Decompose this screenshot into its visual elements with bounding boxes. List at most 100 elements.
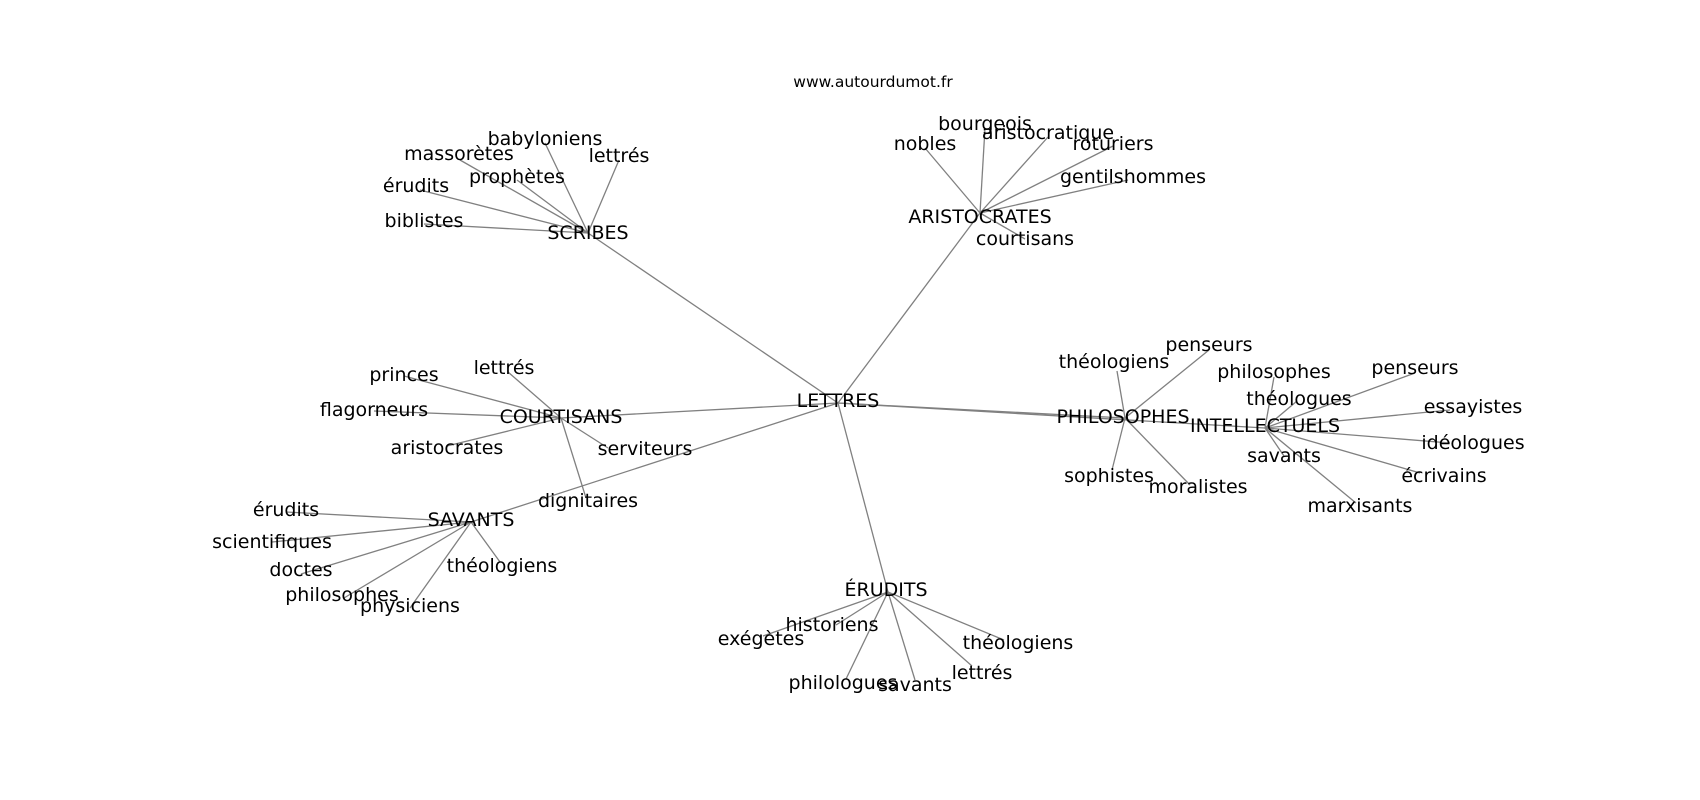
source-label: www.autourdumot.fr <box>793 73 953 91</box>
leaf-node-erudits-theologiens: théologiens <box>963 632 1074 654</box>
leaf-node-scribes-lettres: lettrés <box>589 145 650 167</box>
leaf-node-erudits-philologues: philologues <box>789 672 898 694</box>
leaf-node-scribes-erudits: érudits <box>383 175 449 197</box>
edge-scribes-prophetes <box>516 179 589 234</box>
edge-root-aristocrates <box>837 212 981 404</box>
edge-savants-doctes <box>300 521 472 575</box>
hub-node-scribes: SCRIBES <box>547 222 628 244</box>
leaf-node-philosophes-sophistes: sophistes <box>1064 465 1154 487</box>
leaf-node-erudits-savants: savants <box>878 674 952 696</box>
hub-node-savants: SAVANTS <box>428 509 515 531</box>
edge-savants-philosophes <box>343 521 472 599</box>
leaf-node-philosophes-theologiens: théologiens <box>1059 351 1170 373</box>
leaf-node-aristocrates-courtisans: courtisans <box>976 228 1074 250</box>
leaf-node-intellectuels-penseurs: penseurs <box>1371 357 1458 379</box>
leaf-node-savants-scientifiques: scientifiques <box>212 531 332 553</box>
hub-node-intellectuels: INTELLECTUELS <box>1190 415 1340 437</box>
leaf-node-aristocrates-bourgeois: bourgeois <box>938 113 1032 135</box>
edge-erudits-philologues <box>845 591 889 680</box>
edge-aristocrates-bourgeois <box>979 127 986 214</box>
edge-savants-scientifiques <box>271 521 472 543</box>
edge-courtisans-serviteurs <box>560 417 609 449</box>
edge-savants-theologiens <box>470 521 501 563</box>
leaf-node-scribes-prophetes: prophètes <box>469 166 565 188</box>
edge-intellectuels-marxisants <box>1264 427 1357 504</box>
edge-savants-erudits <box>285 511 472 523</box>
edge-intellectuels-theologues <box>1264 400 1298 429</box>
edge-philosophes-sophistes <box>1111 417 1126 471</box>
edge-philosophes-theologiens <box>1116 370 1126 419</box>
edge-erudits-historiens <box>835 591 889 626</box>
graph-edges <box>271 127 1451 681</box>
leaf-node-intellectuels-ecrivains: écrivains <box>1401 465 1486 487</box>
leaf-node-intellectuels-theologues: théologues <box>1246 388 1351 410</box>
edge-erudits-theologiens <box>887 591 1005 641</box>
leaf-node-courtisans-aristocrates: aristocrates <box>391 437 504 459</box>
edge-courtisans-lettres <box>507 371 562 419</box>
leaf-node-aristocrates-roturiers: roturiers <box>1072 133 1153 155</box>
edge-savants-physiciens <box>409 521 472 609</box>
leaf-node-intellectuels-philosophes: philosophes <box>1217 361 1331 383</box>
leaf-node-erudits-exegetes: exégètes <box>718 628 805 650</box>
leaf-node-scribes-massoretes: massorètes <box>404 143 514 165</box>
leaf-node-courtisans-flagorneurs: flagorneurs <box>320 399 428 421</box>
graph-labels: www.autourdumot.fr LETTRES SCRIBES babylo… <box>212 73 1525 696</box>
edge-scribes-massoretes <box>459 159 589 234</box>
edge-aristocrates-nobles <box>924 147 981 214</box>
edge-erudits-lettres <box>887 591 973 667</box>
leaf-node-savants-physiciens: physiciens <box>360 595 460 617</box>
edge-courtisans-dignitaires <box>560 417 587 499</box>
edge-courtisans-princes <box>403 375 562 419</box>
leaf-node-scribes-babyloniens: babyloniens <box>488 128 603 150</box>
leaf-node-erudits-historiens: historiens <box>785 614 878 636</box>
leaf-node-courtisans-dignitaires: dignitaires <box>538 490 638 512</box>
leaf-node-scribes-biblistes: biblistes <box>385 210 464 232</box>
leaf-node-aristocrates-gentilshommes: gentilshommes <box>1060 166 1206 188</box>
edge-philosophes-penseurs <box>1124 349 1210 419</box>
edge-intellectuels-essayistes <box>1264 409 1451 429</box>
leaf-node-philosophes-moralistes: moralistes <box>1148 476 1247 498</box>
hub-node-courtisans: COURTISANS <box>500 406 623 428</box>
edge-aristocrates-aristocratique <box>979 136 1049 214</box>
hub-node-philosophes: PHILOSOPHES <box>1056 406 1189 428</box>
edge-scribes-lettres <box>587 159 620 234</box>
leaf-node-intellectuels-marxisants: marxisants <box>1308 495 1413 517</box>
leaf-node-philosophes-penseurs: penseurs <box>1165 334 1252 356</box>
leaf-node-intellectuels-essayistes: essayistes <box>1424 396 1523 418</box>
root-node-label: LETTRES <box>797 390 880 412</box>
edge-erudits-savants <box>887 591 916 681</box>
leaf-node-savants-theologiens: théologiens <box>447 555 558 577</box>
edge-scribes-erudits <box>419 189 589 234</box>
edge-philosophes-moralistes <box>1124 417 1191 486</box>
edge-root-intellectuels <box>837 402 1266 429</box>
leaf-node-erudits-lettres: lettrés <box>952 662 1013 684</box>
leaf-node-intellectuels-ideologues: idéologues <box>1421 432 1524 454</box>
edge-root-courtisans <box>560 402 839 419</box>
edge-scribes-babyloniens <box>544 142 589 234</box>
edge-root-scribes <box>587 232 839 404</box>
edge-courtisans-flagorneurs <box>373 410 562 419</box>
leaf-node-aristocrates-aristocratique: aristocratique <box>982 122 1114 144</box>
edge-aristocrates-roturiers <box>979 145 1114 214</box>
edge-aristocrates-gentilshommes <box>979 179 1129 214</box>
edge-scribes-biblistes <box>423 223 589 234</box>
edge-aristocrates-courtisans <box>979 212 1026 240</box>
leaf-node-courtisans-lettres: lettrés <box>474 357 535 379</box>
leaf-node-courtisans-princes: princes <box>369 364 438 386</box>
leaf-node-savants-philosophes: philosophes <box>285 584 399 606</box>
edge-root-savants <box>470 402 839 523</box>
hub-node-aristocrates: ARISTOCRATES <box>908 206 1051 228</box>
edge-erudits-exegetes <box>762 591 889 637</box>
leaf-node-aristocrates-nobles: nobles <box>894 133 957 155</box>
leaf-node-intellectuels-savants: savants <box>1247 445 1321 467</box>
leaf-node-savants-erudits: érudits <box>253 499 319 521</box>
edge-intellectuels-savants <box>1264 427 1285 457</box>
edge-intellectuels-ecrivains <box>1264 427 1421 474</box>
edge-intellectuels-penseurs <box>1264 372 1416 429</box>
leaf-node-courtisans-serviteurs: serviteurs <box>598 438 693 460</box>
edge-intellectuels-philosophes <box>1264 376 1275 429</box>
hub-node-erudits: ÉRUDITS <box>844 578 927 601</box>
edge-courtisans-aristocrates <box>446 417 562 447</box>
edge-root-erudits <box>837 402 889 593</box>
